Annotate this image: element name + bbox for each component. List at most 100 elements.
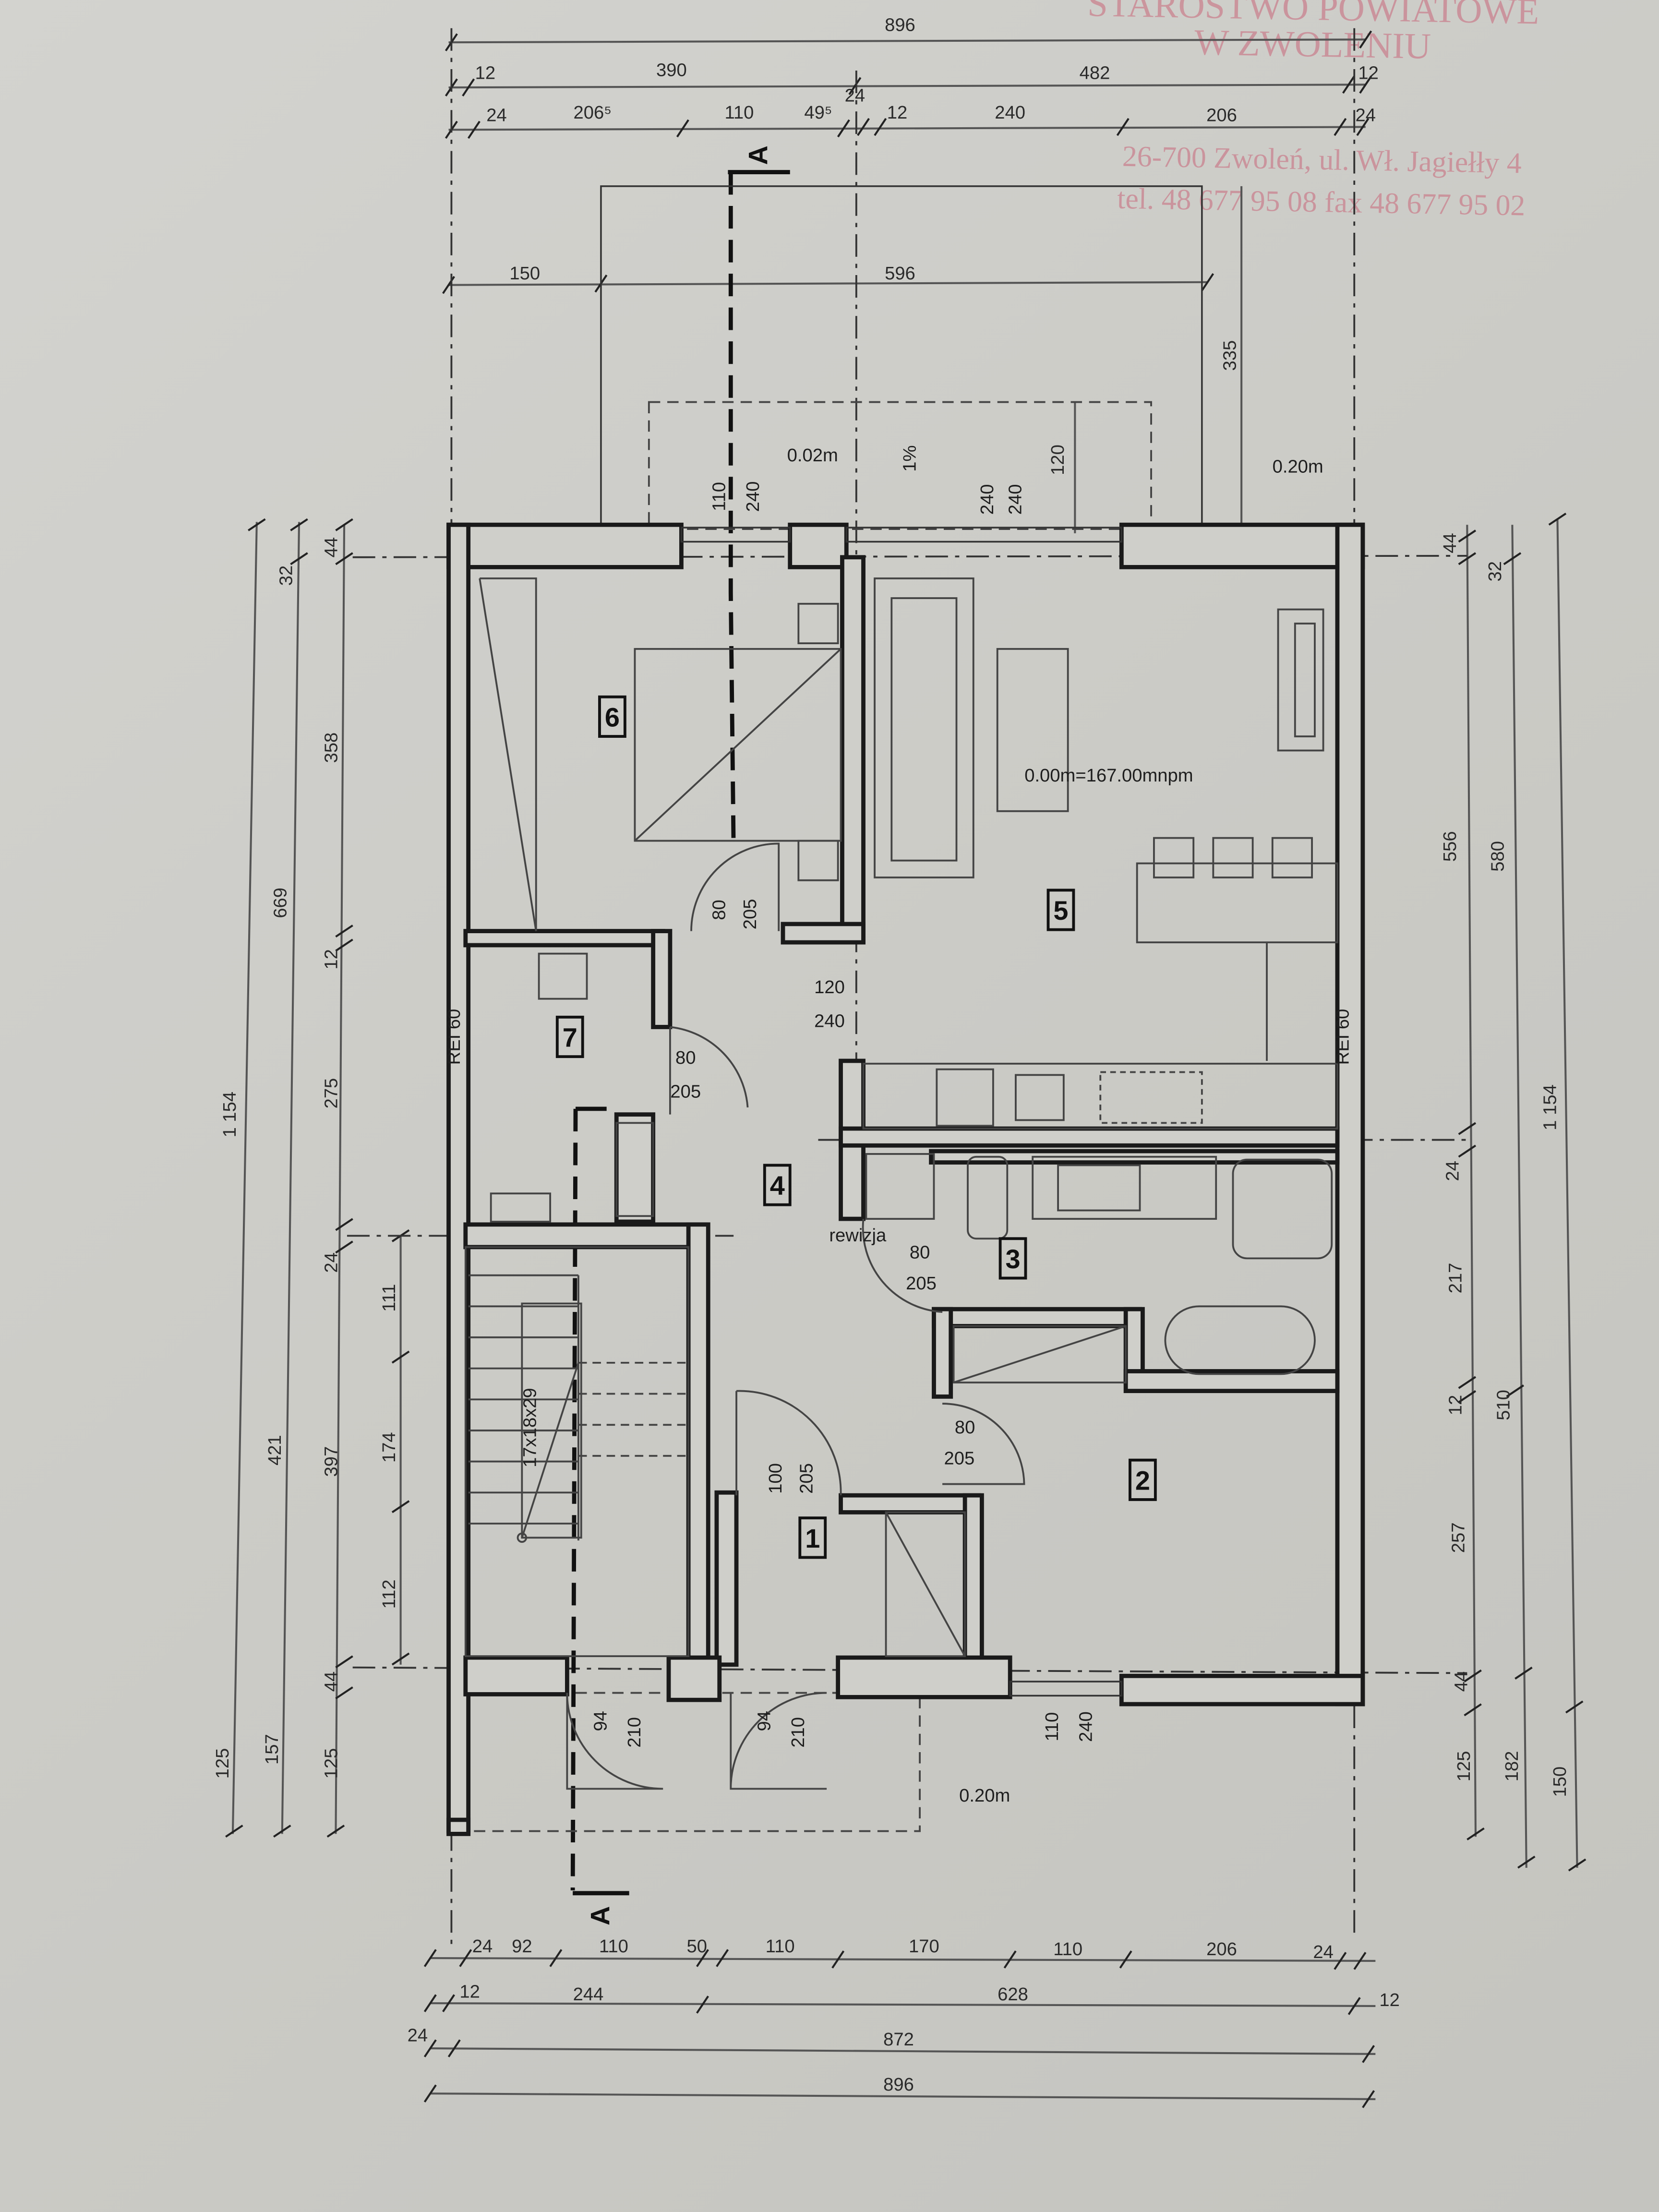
dimension-tick bbox=[1003, 1950, 1017, 1969]
opening-dimension: 110 bbox=[1042, 1712, 1062, 1742]
dimension-label: 32 bbox=[276, 565, 296, 586]
opening-dimension: 110 bbox=[709, 482, 730, 511]
stamp-line: W ZWOLENIU bbox=[1194, 22, 1431, 67]
annotation-level-zero: 0.00m=167.00mnpm bbox=[1024, 765, 1193, 786]
dimension-label: 92 bbox=[512, 1936, 532, 1957]
dimension-label: 50 bbox=[687, 1936, 707, 1957]
stamp-line: 26-700 Zwoleń, ul. Wł. Jagiełły 4 bbox=[1122, 140, 1522, 180]
room-number: 3 bbox=[1006, 1244, 1021, 1274]
dimension-label: 872 bbox=[883, 2029, 914, 2050]
dimension-tick bbox=[290, 552, 308, 565]
dimension-tick bbox=[1458, 1144, 1477, 1158]
dimension-tick bbox=[716, 1949, 729, 1967]
dimension-tick bbox=[1353, 1952, 1367, 1970]
terrace-outline bbox=[464, 185, 1203, 1832]
section-marker: A bbox=[743, 145, 773, 165]
dimension-tick bbox=[225, 1825, 243, 1838]
dimension-label: 24 bbox=[408, 2025, 428, 2045]
opening-dimension: 80 bbox=[955, 1417, 975, 1438]
dimension-tick bbox=[874, 118, 887, 136]
dimension-tick bbox=[391, 1350, 410, 1364]
dimension-tick bbox=[335, 552, 353, 565]
dimension-tick bbox=[1458, 552, 1477, 565]
opening-dimension: 240 bbox=[814, 1010, 845, 1031]
dimension-label: 110 bbox=[1053, 1939, 1082, 1960]
dimension-tick bbox=[391, 1652, 410, 1666]
room-number-box bbox=[1046, 889, 1075, 931]
dimension-tick bbox=[1548, 513, 1567, 526]
dimension-ticks bbox=[225, 30, 1587, 2108]
dimension-label: 206 bbox=[1206, 1939, 1237, 1960]
walls bbox=[446, 522, 1365, 1836]
opening-dimension: 80 bbox=[910, 1242, 930, 1262]
windows bbox=[680, 527, 1123, 1697]
annotation-fire-rating-left: REI 60 bbox=[444, 1009, 464, 1065]
room-number: 5 bbox=[1053, 895, 1068, 926]
dimension-label: 170 bbox=[909, 1936, 939, 1957]
dimension-tick bbox=[857, 118, 870, 136]
annotation-level-entry: 0.20m bbox=[959, 1785, 1010, 1806]
room-number: 1 bbox=[805, 1523, 820, 1553]
opening-dimension: 240 bbox=[1005, 484, 1026, 515]
dimension-tick bbox=[326, 1825, 345, 1838]
dimension-tick bbox=[335, 1686, 353, 1699]
annotation-revision: rewizja bbox=[829, 1225, 887, 1246]
dimension-label: 24 bbox=[845, 85, 865, 106]
dimension-label: 206 bbox=[1206, 105, 1237, 126]
dimension-label: 1 154 bbox=[1539, 1084, 1560, 1130]
dimension-tick bbox=[1458, 1122, 1477, 1135]
dimension-tick bbox=[1347, 1997, 1361, 2015]
dimension-tick bbox=[423, 1949, 437, 1967]
dimension-tick bbox=[1515, 1666, 1533, 1680]
dimension-tick bbox=[1362, 2045, 1375, 2063]
dimension-tick bbox=[848, 77, 862, 96]
section-line-a bbox=[570, 170, 790, 1896]
dimension-label: 157 bbox=[262, 1734, 282, 1765]
dimension-tick bbox=[676, 119, 689, 138]
dimension-label: 217 bbox=[1445, 1263, 1466, 1294]
stair-start-dot bbox=[517, 1532, 528, 1543]
dimension-label: 111 bbox=[379, 1284, 399, 1312]
dimension-label: 24 bbox=[1443, 1161, 1463, 1181]
dimension-label: 12 bbox=[1445, 1395, 1466, 1415]
office-stamp: STAROSTWO POWIATOWE W ZWOLENIU 26-700 Zw… bbox=[1087, 0, 1539, 222]
dimension-label: 110 bbox=[599, 1936, 628, 1957]
dimension-tick bbox=[1342, 75, 1355, 94]
room-number-box bbox=[998, 1237, 1027, 1280]
furniture bbox=[464, 577, 1338, 1658]
opening-dimension: 240 bbox=[743, 481, 763, 512]
room-number-box bbox=[798, 1516, 827, 1559]
dimension-label: 556 bbox=[1440, 831, 1460, 862]
annotation-level-terrace: 0.02m bbox=[787, 445, 838, 466]
opening-dimension: 210 bbox=[624, 1717, 645, 1748]
dimension-label: 110 bbox=[766, 1936, 795, 1957]
dimension-label: 596 bbox=[885, 263, 915, 284]
dimension-label: 150 bbox=[509, 263, 540, 284]
dimension-tick bbox=[447, 2039, 461, 2057]
opening-dimension: 205 bbox=[740, 899, 760, 929]
annotation-slope: 1% bbox=[899, 445, 920, 472]
dimension-tick bbox=[1458, 1390, 1477, 1403]
dimension-label: 24 bbox=[486, 105, 506, 126]
dimension-label: 44 bbox=[1451, 1671, 1471, 1692]
opening-dimension: 240 bbox=[1076, 1711, 1096, 1742]
dimension-label: 358 bbox=[321, 733, 341, 763]
dimension-tick bbox=[837, 119, 850, 138]
dimension-label: 12 bbox=[1358, 63, 1378, 84]
opening-dimension: 205 bbox=[670, 1081, 701, 1102]
dimension-label: 896 bbox=[883, 2074, 914, 2095]
dimension-tick bbox=[696, 1996, 709, 2014]
dimension-tick bbox=[335, 925, 353, 938]
room-number: 2 bbox=[1135, 1465, 1150, 1495]
dimension-label: 44 bbox=[1440, 533, 1460, 553]
dimension-tick bbox=[696, 1949, 709, 1967]
dimension-tick bbox=[248, 518, 266, 531]
dimension-label: 24 bbox=[321, 1252, 341, 1273]
dimension-label: 125 bbox=[321, 1748, 341, 1779]
dimension-label: 12 bbox=[1379, 1990, 1399, 2010]
room-number-box bbox=[1129, 1458, 1157, 1501]
room-number: 4 bbox=[770, 1170, 785, 1201]
dimension-tick bbox=[290, 518, 308, 531]
